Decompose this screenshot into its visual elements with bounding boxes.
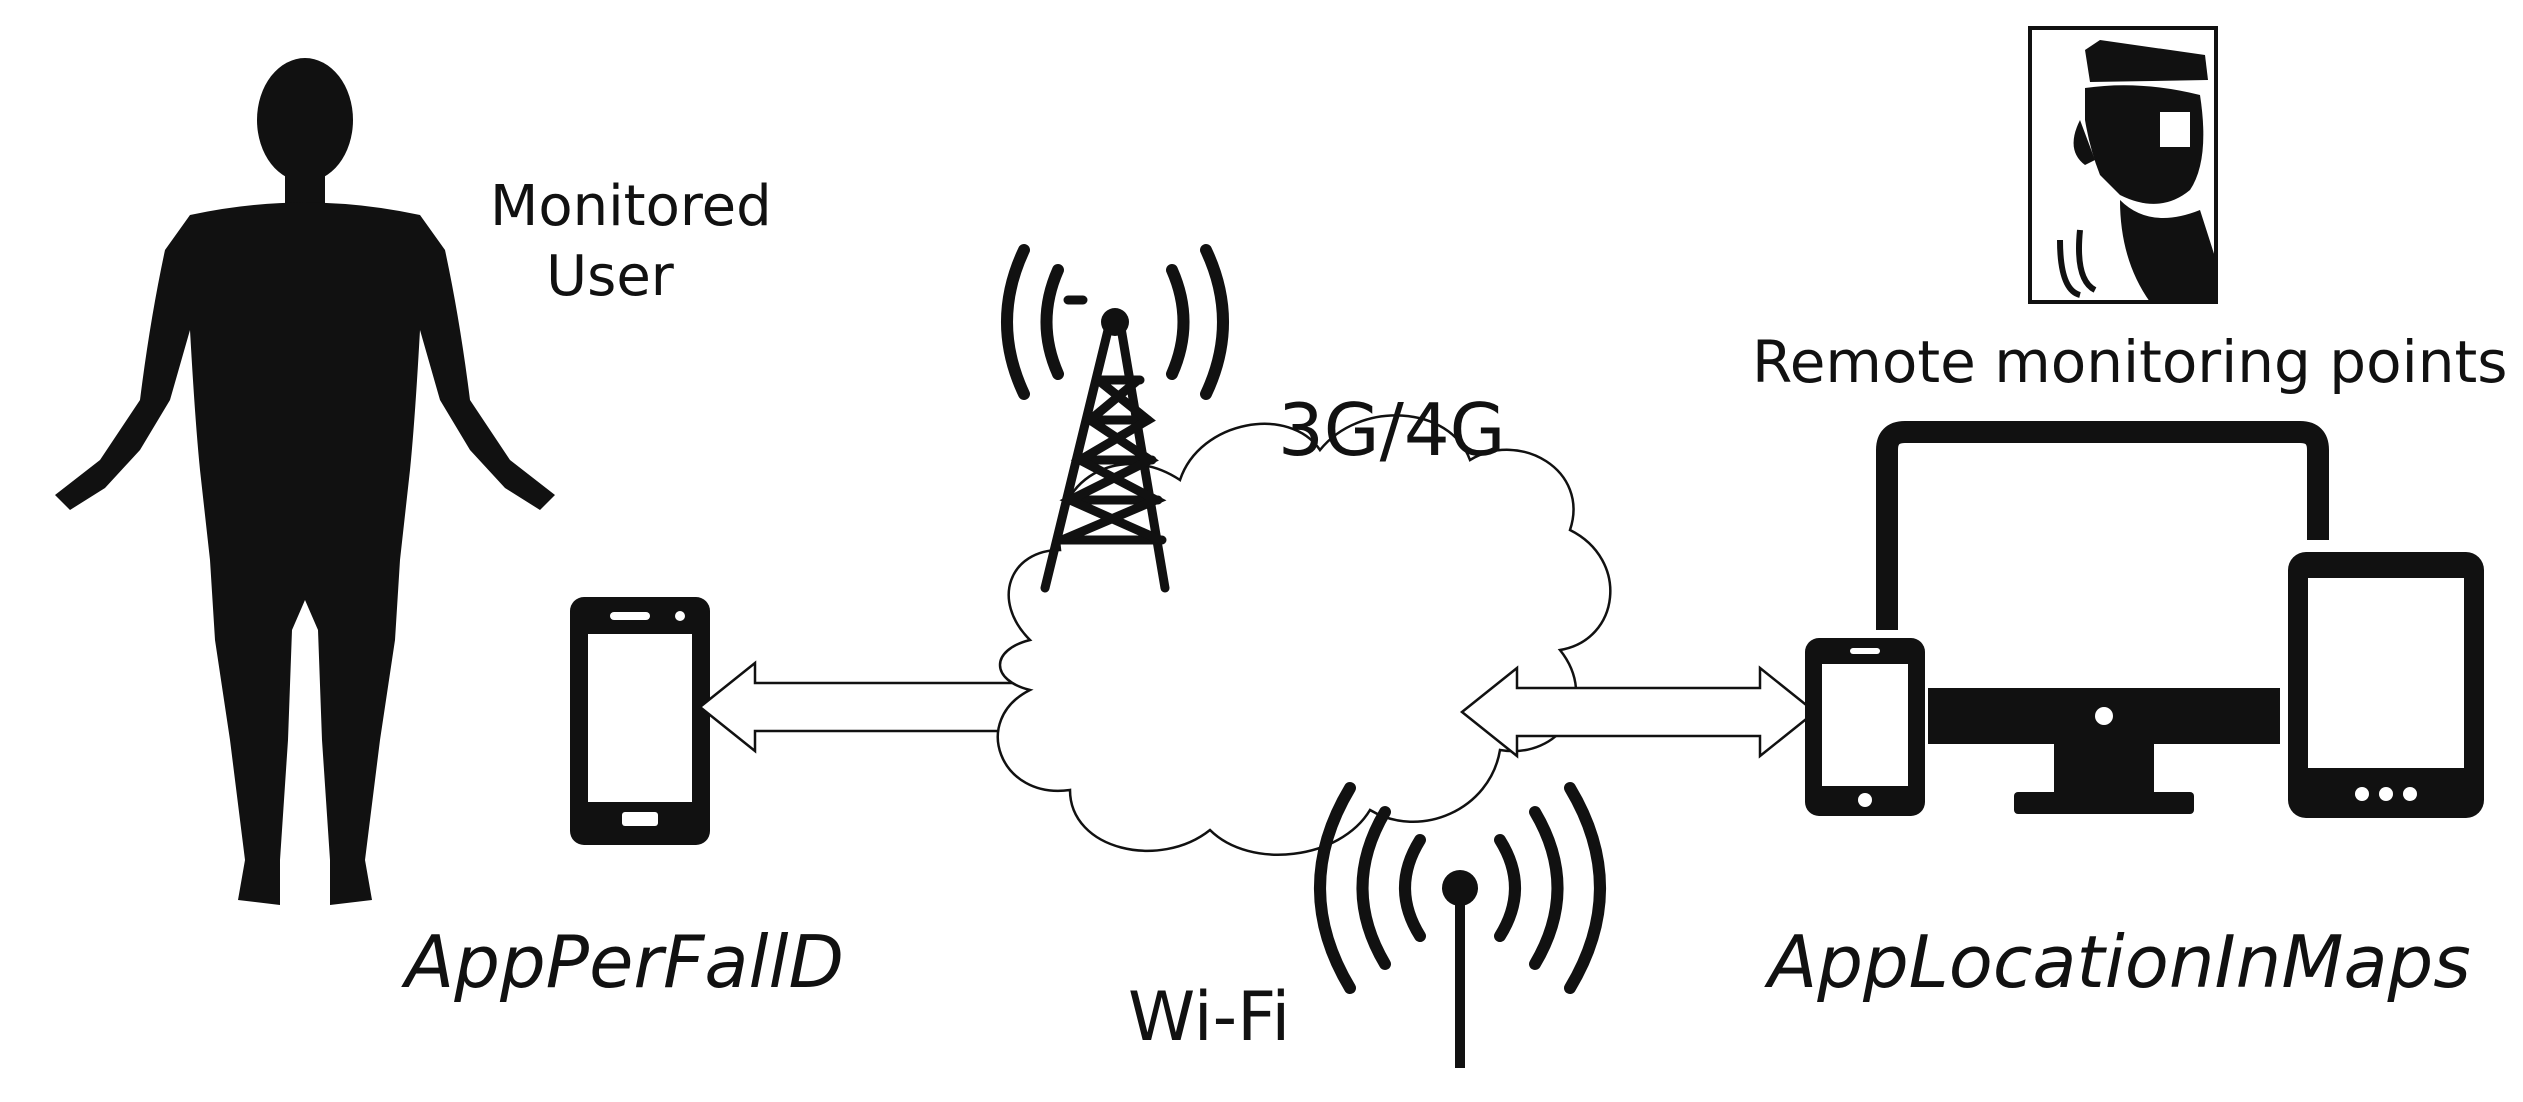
smartphone-icon (1805, 638, 1925, 816)
remote-points-label: Remote monitoring points (1752, 328, 2508, 396)
remote-operator-icon (2028, 26, 2218, 304)
wifi-antenna-icon (1314, 782, 1606, 1068)
cell-tower-icon (1001, 244, 1229, 593)
smartphone-icon (570, 597, 710, 845)
tablet-icon (2288, 552, 2484, 818)
cloud-icon (996, 414, 1612, 856)
monitored-user-label-line1: Monitored (490, 174, 772, 239)
monitor-icon (1876, 421, 2329, 814)
wifi-label: Wi-Fi (1128, 978, 1291, 1057)
monitored-user-label-line2: User (546, 244, 674, 309)
double-arrow-icon (1459, 665, 1818, 759)
network-label: 3G/4G (1278, 388, 1506, 472)
monitored-user-label: Monitored User (490, 172, 772, 312)
app-user-label: AppPerFallD (405, 920, 844, 1004)
human-silhouette-icon (55, 58, 555, 905)
app-remote-label: AppLocationInMaps (1768, 920, 2471, 1004)
